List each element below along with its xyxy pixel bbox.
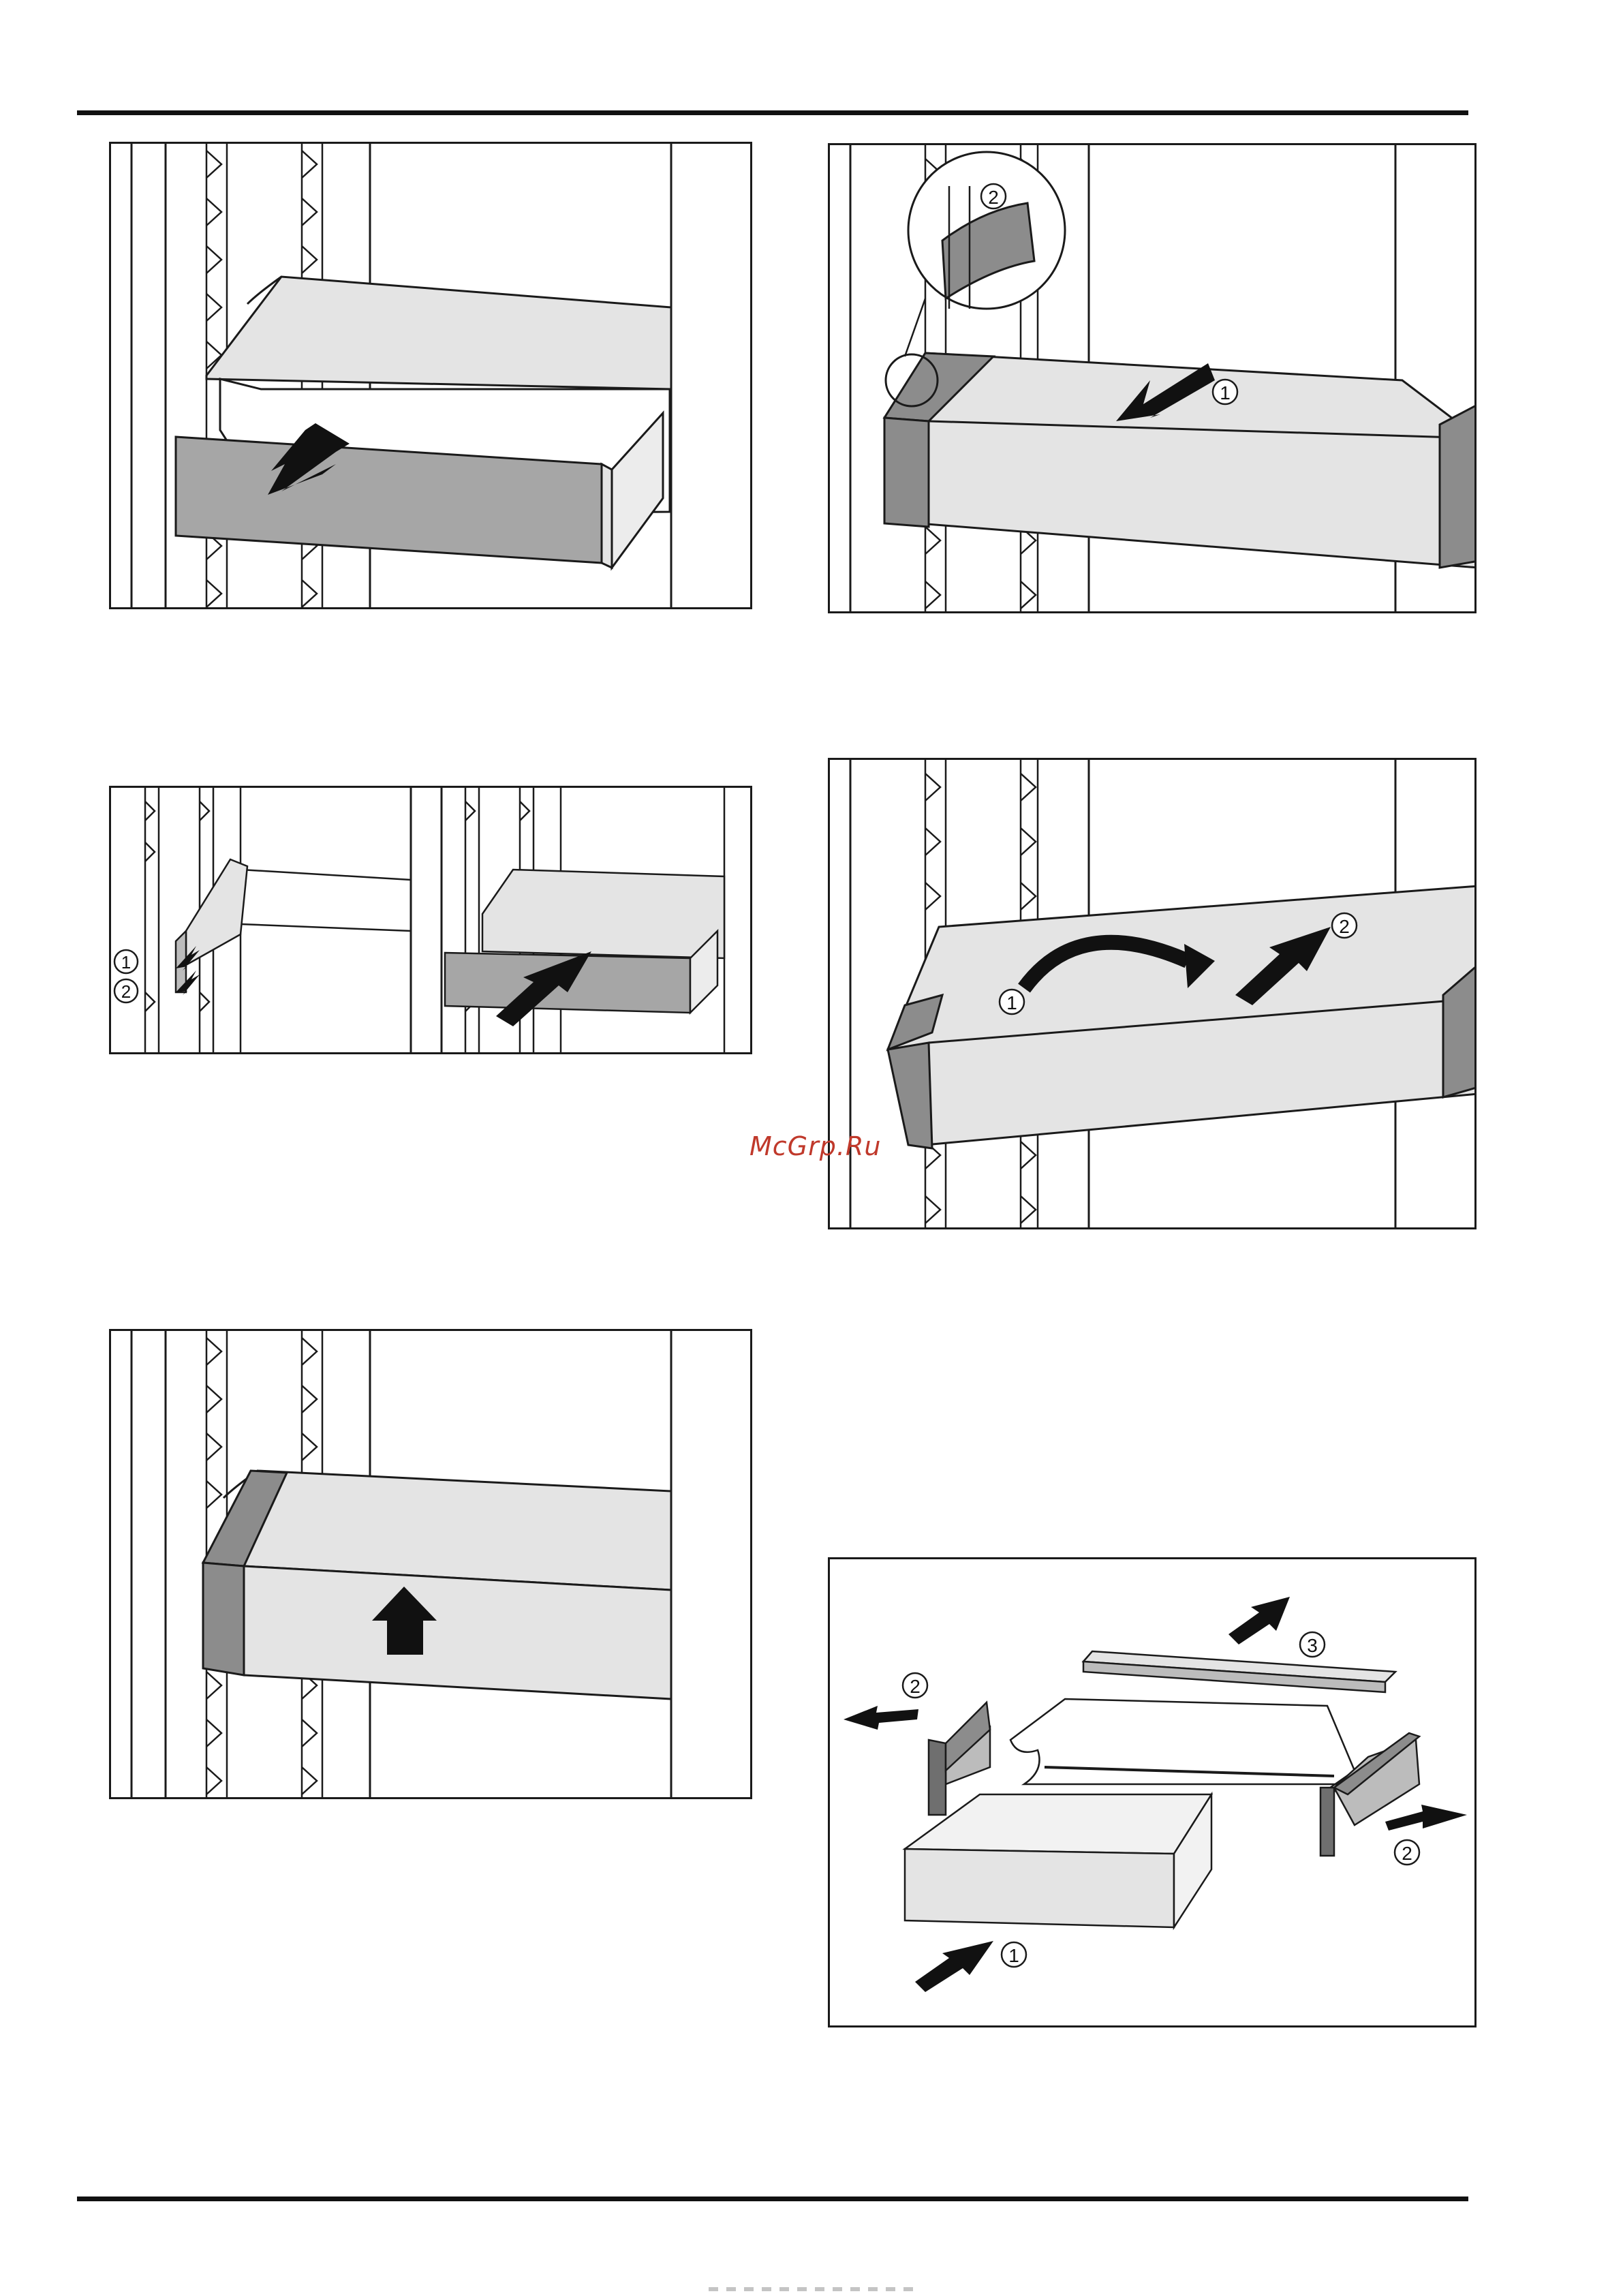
callout-1: 1 [1006,992,1017,1013]
callout-2-left: 2 [910,1676,921,1697]
callout-3: 3 [1307,1635,1318,1656]
callout-1: 1 [1220,382,1231,403]
detail-callout-2: 2 [988,187,999,208]
figure-remove-drawer [109,142,752,609]
figure-disassembly: 3 2 2 1 [828,1557,1477,2027]
top-rule [77,110,1468,115]
figure-disassembly-drawing: 3 2 2 1 [830,1559,1477,2027]
figure-shelf-tilt: 1 2 [828,758,1477,1229]
figure-shelf-tilt-drawing: 1 2 [830,760,1477,1229]
figure-remove-drawer-drawing [111,144,752,609]
figure-shelf-release-drawing: 1 2 [830,145,1477,613]
figure-shelf-lift [109,1329,752,1799]
watermark: McGrp.Ru [749,1131,881,1161]
figure-shelf-release: 1 2 [828,143,1477,613]
figure-shelf-lift-drawing [111,1331,752,1799]
callout-2-right: 2 [1402,1843,1412,1864]
callout-1: 1 [1008,1945,1019,1966]
figure-rails-insert-drawing: 1 2 [111,788,752,1054]
callout-1: 1 [121,952,131,973]
bottom-rule [77,2196,1468,2201]
callout-2: 2 [121,981,131,1002]
figure-rails-insert: 1 2 [109,786,752,1054]
footer-scan-artifact [709,2287,913,2291]
callout-2: 2 [1339,916,1350,937]
